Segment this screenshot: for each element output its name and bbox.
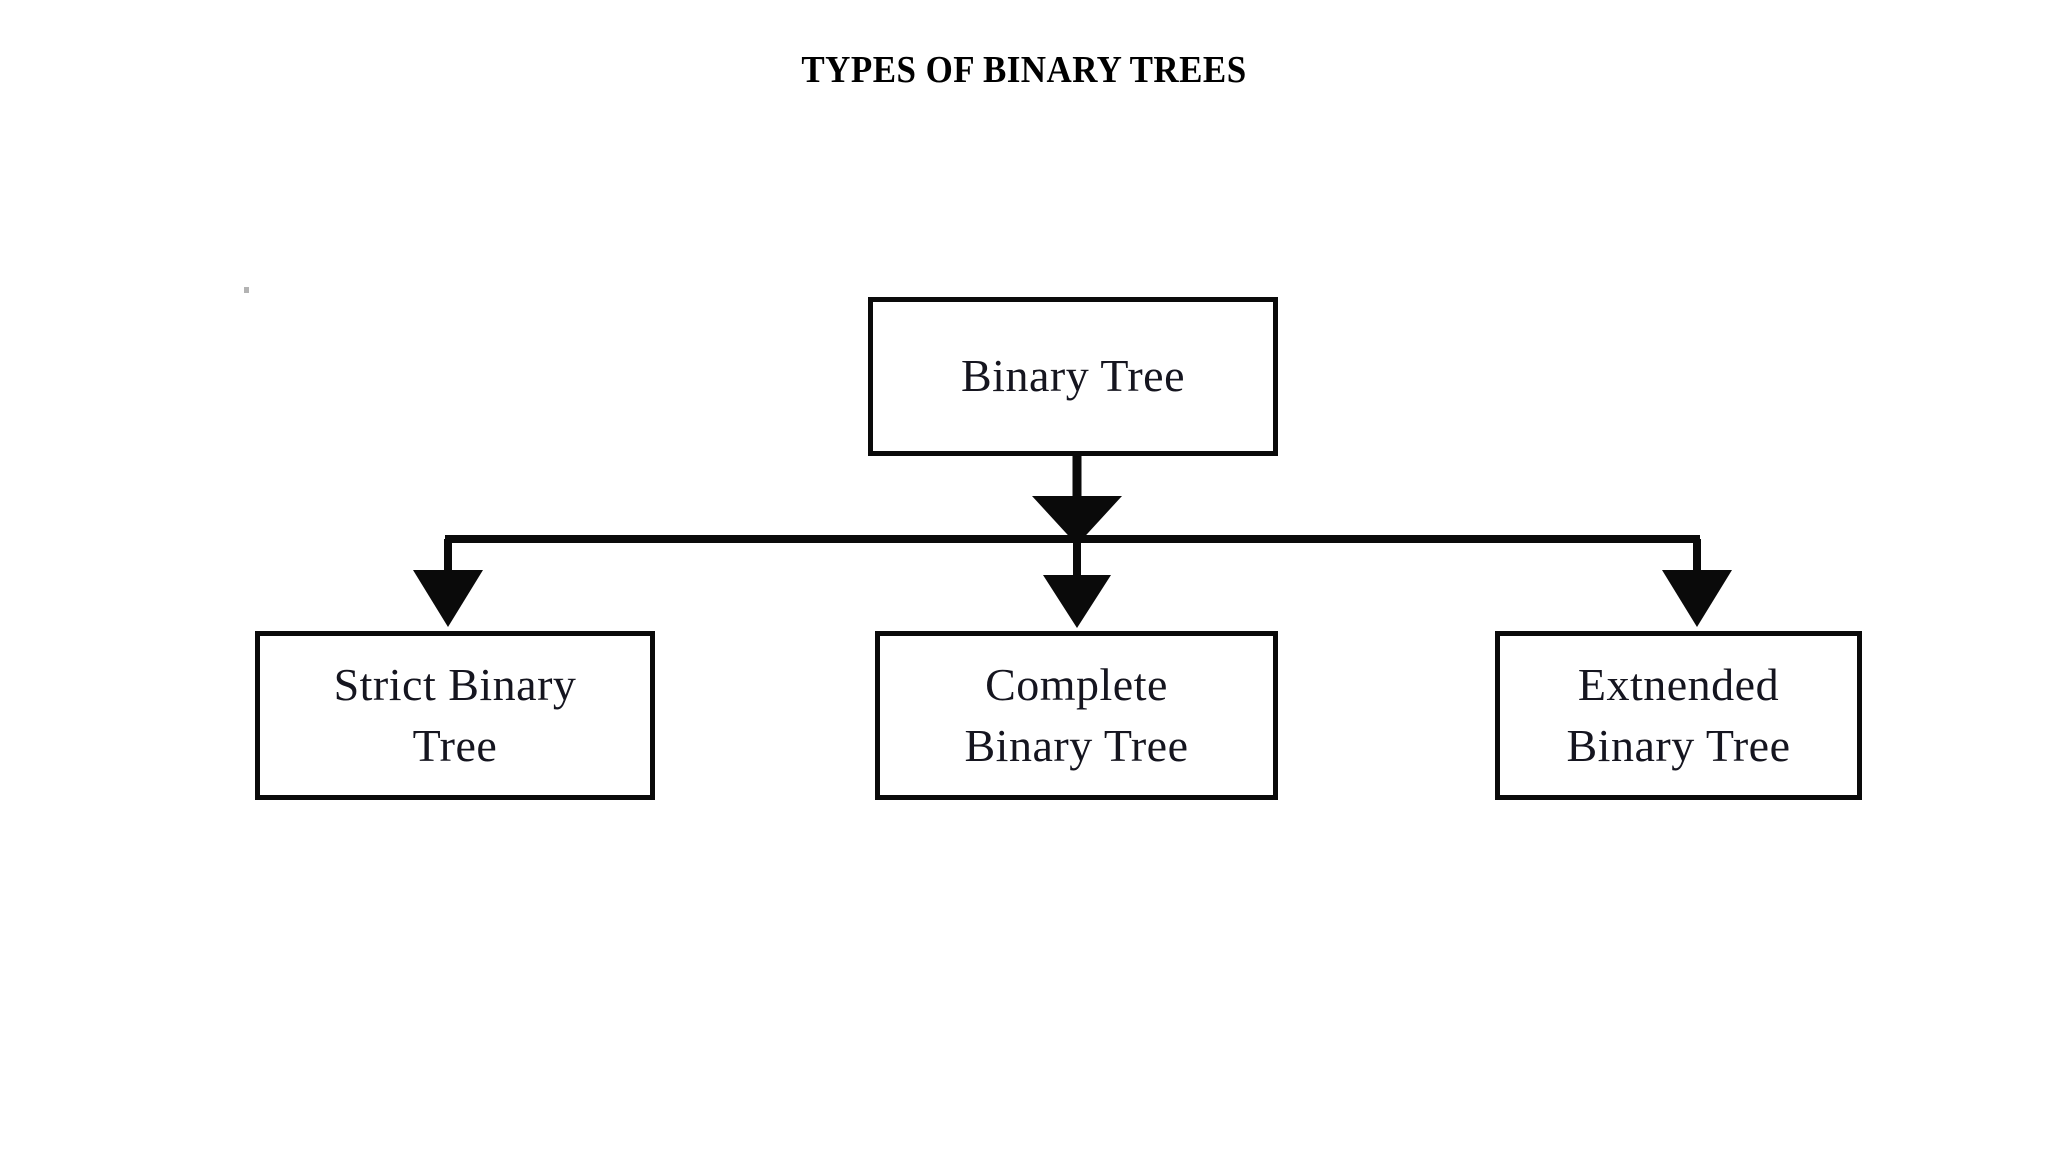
root-arrowhead-icon [1032,496,1122,545]
node-extnended-binary-tree-label: Extnended Binary Tree [1559,655,1799,776]
scan-artifact-speck [244,287,249,293]
node-extnended-binary-tree: Extnended Binary Tree [1495,631,1862,800]
line-1: Strict Binary [333,658,577,710]
node-binary-tree: Binary Tree [868,297,1278,456]
node-binary-tree-label: Binary Tree [961,350,1185,402]
node-complete-binary-tree: Complete Binary Tree [875,631,1278,800]
node-strict-binary-tree: Strict Binary Tree [255,631,655,800]
line-1: Complete [985,658,1168,710]
line-1: Extnended [1577,658,1780,710]
line-2: Binary Tree [1566,719,1791,771]
middle-branch-arrowhead-icon [1043,575,1111,628]
left-branch-arrowhead-icon [413,570,483,627]
line-2: Binary Tree [964,719,1189,771]
node-strict-binary-tree-label: Strict Binary Tree [326,655,585,776]
right-branch-arrowhead-icon [1662,570,1732,627]
page-title: TYPES OF BINARY TREES [801,49,1247,91]
line-2: Tree [412,719,498,771]
node-complete-binary-tree-label: Complete Binary Tree [957,655,1197,776]
